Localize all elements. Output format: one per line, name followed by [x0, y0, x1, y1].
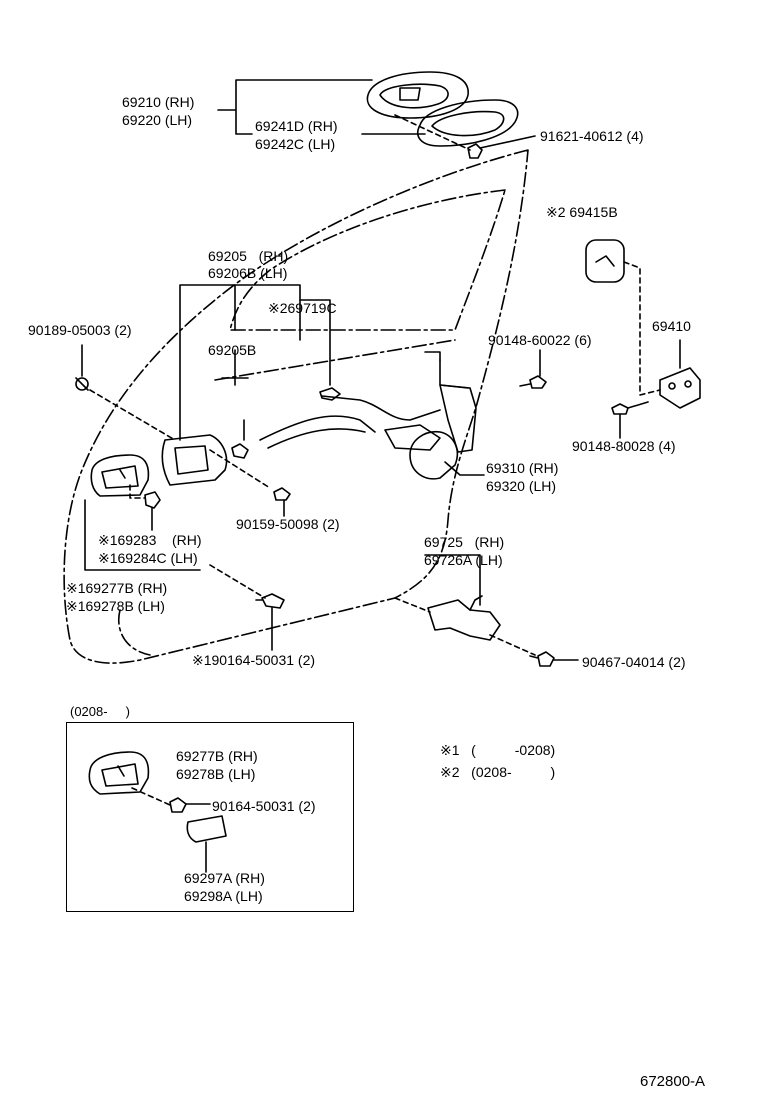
leader-striker-dash: [623, 261, 661, 396]
label-169277b: ※169277B (RH): [66, 580, 168, 596]
inset-screw-shape: [169, 797, 187, 813]
leader-69719c: [299, 299, 331, 386]
inset-title: (0208- ): [70, 704, 130, 719]
label-69242c: 69242C (LH): [255, 136, 336, 152]
striker-cover-shape: [585, 239, 625, 283]
label-169278b: ※169278B (LH): [66, 598, 165, 614]
leader-handle-dash: [394, 114, 471, 151]
inset-cap-shape: [186, 815, 227, 843]
label-91621: 91621-40612 (4): [540, 128, 644, 144]
label-90159: 90159-50098 (2): [236, 516, 340, 532]
label-69719c: ※269719C: [268, 300, 337, 316]
label-69310: 69310 (RH): [486, 460, 559, 476]
lock-rods-shape: [259, 351, 469, 449]
window-frame: [229, 189, 506, 331]
leader-69725: [424, 554, 481, 606]
inner-panel-line: [214, 339, 456, 381]
bolt-90467-shape: [529, 651, 555, 667]
door-lower-line: [118, 609, 151, 656]
label-90148-60022: 90148-60022 (6): [488, 332, 592, 348]
leader-90159-dash: [209, 449, 271, 489]
inside-handle-bezel-shape: [90, 454, 150, 497]
label-69410: 69410: [652, 318, 691, 334]
label-90189: 90189-05003 (2): [28, 322, 132, 338]
label-69241d: 69241D (RH): [255, 118, 338, 134]
label-90148-80028: 90148-80028 (4): [572, 438, 676, 454]
leader-90189-dash: [89, 389, 176, 441]
outside-handle-shape: [366, 71, 469, 119]
clip-90159-shape: [273, 487, 291, 501]
leader-190164-dash: [209, 564, 266, 599]
label-69205: 69205 (RH): [208, 248, 289, 264]
screw-91621-shape: [467, 143, 483, 159]
door-lock-shape: [384, 384, 477, 480]
handle-gasket-shape: [416, 99, 519, 147]
inset-label-69297a: 69297A (RH): [184, 870, 265, 886]
inset-label-69298a: 69298A (LH): [184, 888, 263, 904]
label-69205b: 69205B: [208, 342, 257, 358]
label-69415b: ※2 69415B: [546, 204, 618, 220]
label-69320: 69320 (LH): [486, 478, 557, 494]
label-69725: 69725 (RH): [424, 534, 505, 550]
label-190164: ※190164-50031 (2): [192, 652, 316, 668]
label-69220: 69220 (LH): [122, 112, 193, 128]
inset-box: [66, 722, 354, 912]
inset-label-69278b: 69278B (LH): [176, 766, 256, 782]
leader-90467-dash: [489, 634, 536, 656]
note-1: ※1 ( -0208): [440, 742, 556, 758]
inside-handle-shape: [161, 434, 228, 486]
inset-label-90164: 90164-50031 (2): [212, 798, 316, 814]
clip-90189-shape: [75, 377, 89, 391]
label-69206b: 69206B (LH): [208, 265, 288, 281]
leader-69283-dash: [129, 484, 146, 499]
leader-69725-dash: [394, 597, 431, 613]
inset-bezel-shape: [88, 751, 150, 795]
cap-69283-shape: [144, 491, 161, 509]
screw-69205b-shape: [231, 419, 249, 459]
lock-lever-shape: [427, 595, 501, 641]
label-169283: ※169283 (RH): [98, 532, 202, 548]
label-90467: 90467-04014 (2): [582, 654, 686, 670]
screw-90148-80028-shape: [611, 401, 649, 415]
bracket-69277b: [84, 499, 201, 571]
striker-shape: [659, 367, 701, 409]
drawing-number: 672800-A: [640, 1073, 706, 1090]
label-69210: 69210 (RH): [122, 94, 195, 110]
screw-90148-60022-shape: [519, 375, 547, 389]
label-69726a: 69726A (LH): [424, 552, 503, 568]
bracket-69205: [179, 284, 301, 441]
leader-91621: [479, 135, 536, 149]
label-169284c: ※169284C (LH): [98, 550, 198, 566]
bracket-69210: [217, 79, 373, 135]
inset-label-69277b: 69277B (RH): [176, 748, 258, 764]
inset-leader-bezel-dash: [131, 787, 171, 806]
screw-190164-shape: [255, 593, 285, 609]
leader-69310: [444, 461, 485, 476]
note-2: ※2 (0208- ): [440, 764, 556, 780]
